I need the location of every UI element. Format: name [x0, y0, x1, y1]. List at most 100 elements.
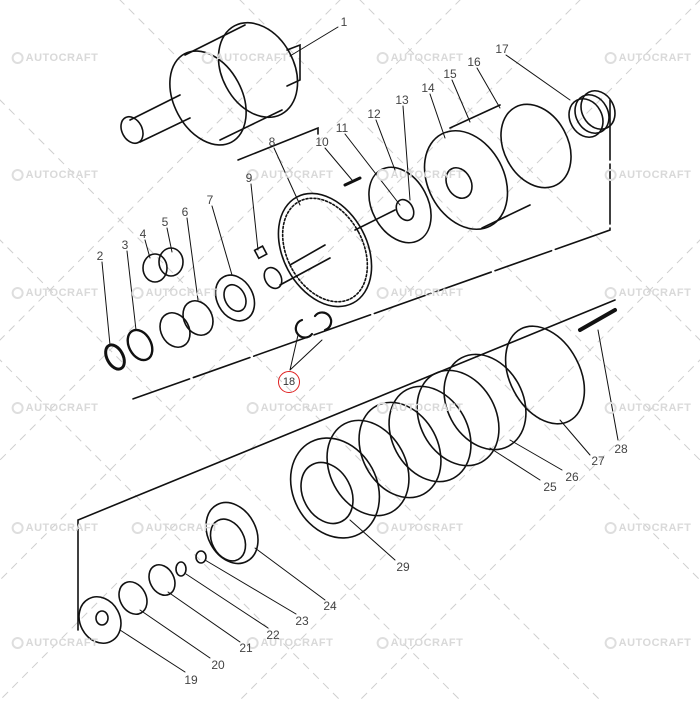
watermark: AUTOCRAFT: [604, 169, 692, 181]
watermark-logo-icon: [376, 52, 389, 64]
callout-part-27: 27: [591, 454, 605, 468]
watermark-text: AUTOCRAFT: [618, 287, 692, 299]
watermark: AUTOCRAFT: [11, 169, 99, 181]
watermark-text: AUTOCRAFT: [390, 52, 464, 64]
watermark-text: AUTOCRAFT: [25, 287, 99, 299]
callout-part-5: 5: [161, 215, 169, 229]
watermark: AUTOCRAFT: [604, 287, 692, 299]
callout-part-14: 14: [421, 81, 435, 95]
callout-part-13: 13: [395, 93, 409, 107]
callout-part-22: 22: [266, 628, 280, 642]
watermark-text: AUTOCRAFT: [145, 287, 219, 299]
watermark-logo-icon: [11, 522, 24, 534]
callout-part-15: 15: [443, 67, 457, 81]
callout-part-8: 8: [268, 135, 276, 149]
watermark-text: AUTOCRAFT: [618, 169, 692, 181]
watermark: AUTOCRAFT: [11, 402, 99, 414]
watermark-text: AUTOCRAFT: [618, 637, 692, 649]
watermark-text: AUTOCRAFT: [25, 52, 99, 64]
watermark-logo-icon: [376, 287, 389, 299]
watermark-text: AUTOCRAFT: [390, 287, 464, 299]
callout-part-1: 1: [340, 15, 348, 29]
watermark-text: AUTOCRAFT: [260, 402, 334, 414]
callout-part-11: 11: [335, 121, 349, 135]
watermark: AUTOCRAFT: [604, 402, 692, 414]
callout-part-23: 23: [295, 614, 309, 628]
watermark: AUTOCRAFT: [376, 169, 464, 181]
watermark: AUTOCRAFT: [376, 287, 464, 299]
watermark: AUTOCRAFT: [246, 169, 334, 181]
part-1-drum: [120, 21, 301, 146]
callout-part-10: 10: [315, 135, 329, 149]
watermark: AUTOCRAFT: [376, 402, 464, 414]
callout-part-29: 29: [396, 560, 410, 574]
watermark-text: AUTOCRAFT: [390, 522, 464, 534]
watermark: AUTOCRAFT: [131, 287, 219, 299]
watermark: AUTOCRAFT: [604, 52, 692, 64]
callout-part-17: 17: [495, 42, 509, 56]
callout-part-20: 20: [211, 658, 225, 672]
watermark-text: AUTOCRAFT: [390, 169, 464, 181]
watermark: AUTOCRAFT: [11, 52, 99, 64]
watermark-logo-icon: [376, 402, 389, 414]
watermark-logo-icon: [246, 169, 259, 181]
watermark-logo-icon: [376, 169, 389, 181]
watermark: AUTOCRAFT: [201, 52, 289, 64]
watermark-text: AUTOCRAFT: [25, 402, 99, 414]
callout-part-25: 25: [543, 480, 557, 494]
callout-part-9: 9: [245, 171, 253, 185]
callout-part-2: 2: [96, 249, 104, 263]
watermark-logo-icon: [376, 522, 389, 534]
watermark-logo-icon: [604, 169, 617, 181]
watermark-logo-icon: [246, 402, 259, 414]
watermark: AUTOCRAFT: [246, 402, 334, 414]
watermark: AUTOCRAFT: [604, 637, 692, 649]
watermark-logo-icon: [604, 522, 617, 534]
watermark-logo-icon: [11, 637, 24, 649]
watermark-text: AUTOCRAFT: [390, 402, 464, 414]
watermark-text: AUTOCRAFT: [25, 637, 99, 649]
callout-part-19: 19: [184, 673, 198, 687]
callout-highlighted-part-18: 18: [278, 371, 300, 393]
watermark: AUTOCRAFT: [246, 637, 334, 649]
watermark-logo-icon: [11, 169, 24, 181]
callout-part-12: 12: [367, 107, 381, 121]
callout-part-3: 3: [121, 238, 129, 252]
callout-part-28: 28: [614, 442, 628, 456]
part-17-spring: [568, 90, 616, 138]
watermark-text: AUTOCRAFT: [145, 522, 219, 534]
callout-part-21: 21: [239, 641, 253, 655]
watermark-text: AUTOCRAFT: [390, 637, 464, 649]
watermark-text: AUTOCRAFT: [260, 637, 334, 649]
callout-part-16: 16: [467, 55, 481, 69]
watermark: AUTOCRAFT: [376, 522, 464, 534]
watermark-logo-icon: [604, 52, 617, 64]
watermark: AUTOCRAFT: [11, 287, 99, 299]
watermark-text: AUTOCRAFT: [25, 169, 99, 181]
watermark: AUTOCRAFT: [131, 522, 219, 534]
watermark: AUTOCRAFT: [376, 52, 464, 64]
watermark: AUTOCRAFT: [11, 522, 99, 534]
watermark: AUTOCRAFT: [11, 637, 99, 649]
callout-part-24: 24: [323, 599, 337, 613]
watermark-text: AUTOCRAFT: [618, 52, 692, 64]
watermark-logo-icon: [246, 637, 259, 649]
watermark-logo-icon: [11, 52, 24, 64]
watermark-logo-icon: [11, 402, 24, 414]
watermark-logo-icon: [604, 637, 617, 649]
watermark: AUTOCRAFT: [604, 522, 692, 534]
watermark-text: AUTOCRAFT: [618, 402, 692, 414]
watermark-logo-icon: [11, 287, 24, 299]
callout-part-6: 6: [181, 205, 189, 219]
watermark-logo-icon: [201, 52, 214, 64]
watermark-logo-icon: [604, 287, 617, 299]
callout-part-4: 4: [139, 227, 147, 241]
watermark-logo-icon: [604, 402, 617, 414]
watermark-logo-icon: [131, 287, 144, 299]
callout-part-7: 7: [206, 193, 214, 207]
watermark-logo-icon: [376, 637, 389, 649]
watermark-text: AUTOCRAFT: [215, 52, 289, 64]
